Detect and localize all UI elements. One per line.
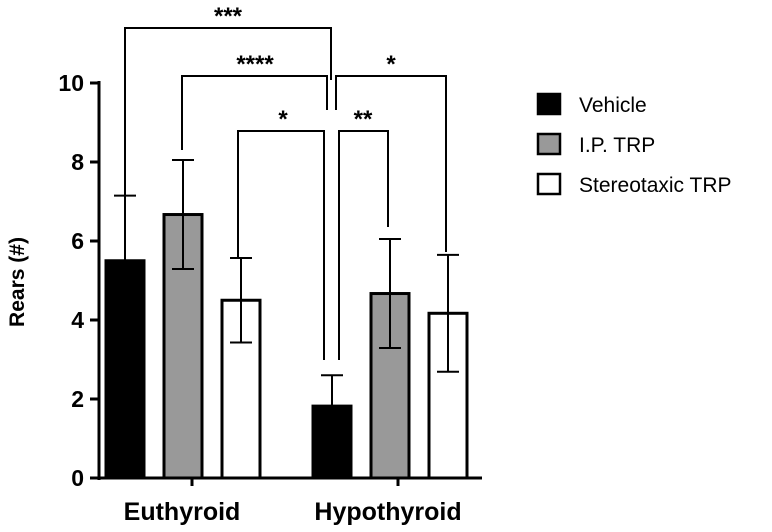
- significance-label: **: [354, 106, 373, 133]
- legend-swatch: [536, 92, 562, 116]
- bar: [311, 404, 353, 480]
- y-tick-label: 4: [71, 307, 84, 333]
- y-axis-title: Rears (#): [6, 237, 29, 327]
- significance-bracket: [237, 130, 325, 360]
- y-tick-label: 6: [71, 228, 84, 254]
- bars: [104, 159, 469, 480]
- legend-label: Vehicle: [579, 94, 647, 117]
- significance-bracket: [124, 27, 332, 196]
- x-category-label: Euthyroid: [124, 498, 241, 526]
- x-category-label: Hypothyroid: [314, 498, 461, 526]
- y-tick-label: 10: [58, 70, 84, 96]
- significance-label: *: [386, 51, 396, 78]
- y-tick-label: 8: [71, 149, 84, 175]
- legend-swatch: [536, 172, 562, 196]
- significance-bracket: [338, 130, 389, 360]
- significance-brackets: ***********: [124, 3, 447, 360]
- legend-label: I.P. TRP: [579, 134, 655, 157]
- y-tick-label: 0: [71, 465, 84, 491]
- significance-bracket: [335, 75, 447, 252]
- significance-label: ****: [236, 51, 274, 78]
- significance-label: ***: [214, 3, 243, 30]
- significance-bracket: [181, 75, 328, 150]
- legend-swatch: [536, 132, 562, 156]
- legend-label: Stereotaxic TRP: [579, 174, 732, 197]
- y-tick-label: 2: [71, 386, 84, 412]
- significance-label: *: [278, 106, 288, 133]
